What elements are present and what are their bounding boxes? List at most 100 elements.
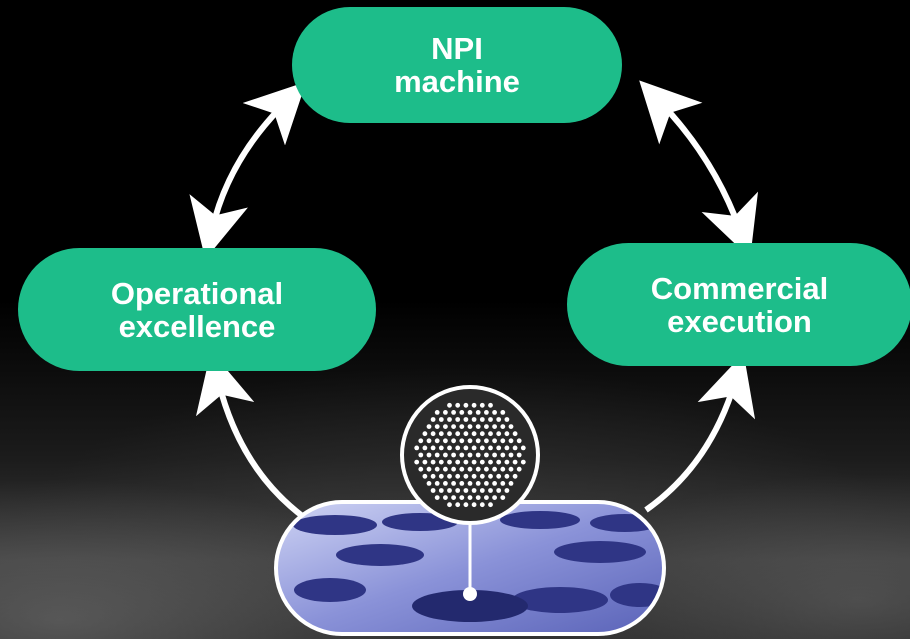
nanowire-dot: [504, 459, 510, 465]
nanowire-dot: [422, 445, 428, 451]
nanowire-dot: [504, 473, 510, 479]
nanowire-dot: [426, 424, 432, 429]
nanowire-dot: [492, 424, 497, 429]
nanowire-dot: [451, 452, 456, 458]
nanowire-dot: [496, 431, 502, 437]
callout-dot: [463, 587, 477, 601]
nanowire-dot: [443, 466, 448, 472]
nanowire-dot: [479, 473, 485, 479]
nanowire-dot: [484, 466, 489, 472]
nanowire-dot: [471, 488, 477, 493]
nanowire-dot: [484, 495, 489, 500]
nanowire-dot: [422, 473, 428, 479]
nanowire-dot: [488, 402, 493, 408]
nanowire-dot: [463, 502, 469, 508]
nanowire-dot: [463, 459, 469, 465]
nanowire-dot: [492, 466, 497, 472]
nanowire-dot: [479, 459, 485, 465]
nanowire-dot: [488, 502, 493, 508]
nanowire-dot: [484, 424, 489, 429]
nanowire-dot: [467, 466, 473, 472]
nanowire-dot: [467, 452, 473, 458]
nanowire-dot: [496, 445, 502, 451]
nanowire-dot: [451, 481, 456, 486]
nanowire-dot: [443, 495, 448, 500]
nanowire-dot: [447, 431, 452, 437]
nanowire-dot: [438, 417, 444, 422]
nanowire-dot: [447, 473, 452, 479]
nanowire-dot: [430, 417, 436, 422]
nanowire-dot: [443, 410, 448, 415]
nanowire-dot: [516, 452, 522, 458]
nanowire-dot: [475, 424, 481, 429]
nanowire-dot: [484, 481, 489, 486]
nanowire-dot: [418, 452, 424, 458]
nanowire-dot: [438, 431, 444, 437]
nanowire-dot: [500, 466, 506, 472]
nanowire-dot: [447, 402, 452, 408]
nanowire-dot: [459, 466, 465, 472]
arrow-bottom-to-right: [644, 353, 756, 513]
nanowire-dot: [434, 438, 440, 444]
nanowire-dot: [443, 452, 448, 458]
nanowire-dot: [512, 431, 518, 437]
nanowire-dot: [475, 410, 481, 415]
nanowire-dot: [496, 459, 502, 465]
nanowire-dot: [447, 502, 452, 508]
nanowire-dot: [463, 473, 469, 479]
nanowire-dot: [418, 466, 424, 472]
nanowire-dot: [475, 481, 481, 486]
nanowire-dot: [475, 438, 481, 444]
nanowire-dot: [430, 488, 436, 493]
nanowire-dot: [496, 417, 502, 422]
nanowire-dot: [504, 431, 510, 437]
nanowire-dot: [455, 445, 461, 451]
nanowire-dot: [451, 466, 456, 472]
nanowire-dot: [508, 452, 514, 458]
nanowire-dot: [434, 481, 440, 486]
nanowire-dot: [434, 495, 440, 500]
nanowire-dot: [443, 424, 448, 429]
nanowire-dot: [459, 410, 465, 415]
nanowire-dot: [422, 431, 428, 437]
nanowire-dot: [488, 417, 493, 422]
nanowire-dot: [512, 459, 518, 465]
nanowire-dot: [479, 431, 485, 437]
nanowire-dot: [414, 445, 420, 451]
nanowire-dot: [504, 417, 510, 422]
nanowire-dot: [447, 445, 452, 451]
nanowire-dot: [488, 445, 493, 451]
nanowire-dot: [504, 445, 510, 451]
nanowire-dot: [488, 459, 493, 465]
nanowire-dot: [430, 431, 436, 437]
node-operational-excellence-line2: excellence: [118, 308, 276, 344]
nanowire-dot: [508, 466, 514, 472]
node-operational-excellence: Operational excellence: [18, 248, 376, 371]
nanowire-dot: [492, 438, 497, 444]
nanowire-dot: [447, 417, 452, 422]
nanowire-dot: [443, 481, 448, 486]
nanowire-dot: [479, 402, 485, 408]
nanowire-dot: [426, 438, 432, 444]
nanowire-dot: [430, 459, 436, 465]
nanowire-dot: [492, 481, 497, 486]
nanowire-dot: [492, 410, 497, 415]
nanowire-dot: [463, 488, 469, 493]
node-npi-machine-line1: NPI: [431, 31, 483, 66]
nanowire-dot: [451, 424, 456, 429]
nanowire-dot: [500, 410, 506, 415]
nanowire-dot: [455, 488, 461, 493]
nanowire-dot: [434, 452, 440, 458]
nanowire-dot: [459, 424, 465, 429]
nanowire-dot: [422, 459, 428, 465]
nanowire-dot: [467, 438, 473, 444]
nanowire-dot: [471, 417, 477, 422]
nanowire-dot: [500, 452, 506, 458]
nanowire-dot: [455, 431, 461, 437]
arrow-top-to-right: [639, 80, 759, 259]
arrow-bottom-to-left: [195, 350, 307, 521]
nanowire-dot: [516, 466, 522, 472]
nanowire-dot: [500, 495, 506, 500]
nanowire-dot: [426, 452, 432, 458]
nanowire-dot: [479, 445, 485, 451]
